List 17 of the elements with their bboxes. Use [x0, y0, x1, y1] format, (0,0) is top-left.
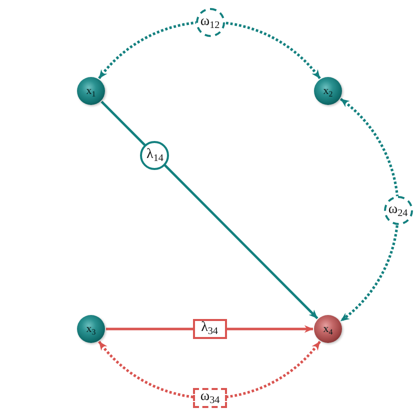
- arrow: [100, 100, 318, 320]
- sphere-node: [314, 315, 342, 343]
- dotted-arrow: [98, 340, 321, 400]
- node-label: x$_{3}$: [86, 324, 96, 334]
- dotted-arrow: [98, 20, 321, 80]
- dotted-arrow: [340, 98, 400, 322]
- edge-label: ω$_{12}$: [196, 8, 224, 36]
- edge-label: ω$_{24}$: [384, 196, 412, 224]
- edge-label: λ$_{14}$: [140, 140, 170, 170]
- sphere-node: [314, 77, 342, 105]
- node-label: x$_{4}$: [323, 324, 333, 334]
- node-label: x$_{2}$: [323, 86, 333, 96]
- node-label: x$_{1}$: [86, 86, 96, 96]
- sphere-node: [77, 77, 105, 105]
- sphere-node: [77, 315, 105, 343]
- edge-label: λ$_{34}$: [192, 319, 226, 339]
- edge-label: ω$_{34}$: [193, 388, 227, 408]
